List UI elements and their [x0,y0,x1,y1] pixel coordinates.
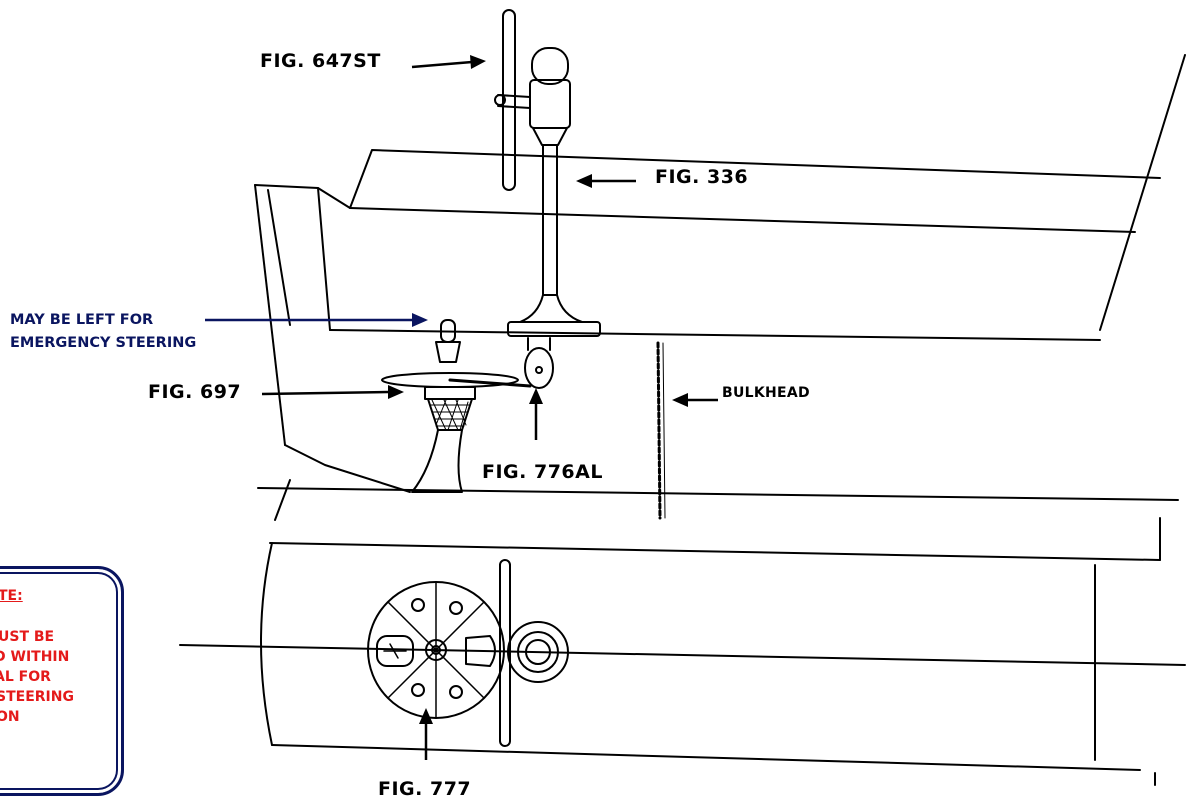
plan-top-line [269,542,1161,561]
pedestal-binnacle [529,79,571,129]
deck-line-2 [349,207,1136,233]
plan-wheel-rim [499,559,511,747]
rudder-stock-collar [424,386,476,400]
note-line-3: AL FOR [0,669,51,685]
note-line-1: UST BE [0,629,55,645]
quadrant-hole-2 [449,601,463,615]
quadrant-plan-hub [425,639,447,661]
bulkhead-line-b [662,342,666,519]
pedestal-flare [519,294,583,323]
label-bulkhead: BULKHEAD [722,385,810,401]
arrow-emergency-head [412,313,428,327]
quadrant-clamp-right [465,635,496,667]
arrow-bulkhead-head [672,393,688,407]
arrow-fig-697-head [388,385,404,399]
pedestal-column [542,144,558,296]
transom-inner-line [267,189,291,326]
note-line-5: ON [0,709,20,725]
arrow-fig-697 [261,390,389,396]
quadrant-hole-1 [411,598,425,612]
sheave-bracket [527,337,551,351]
lower-hull-line [284,444,411,493]
label-fig-647st: FIG. 647ST [260,50,381,72]
bulkhead-line [656,341,662,520]
pedestal-neck [532,127,568,146]
label-fig-697: FIG. 697 [148,381,242,403]
steering-wheel-hub-nut [494,94,506,106]
quadrant-clamp-left [376,635,414,667]
arrow-fig-777-head [419,708,433,724]
plan-left-curve [260,542,273,746]
label-may-be-left-line2: EMERGENCY STEERING [10,335,197,351]
arrow-fig-647st [411,60,473,69]
plan-pedestal-inner [525,639,551,665]
sheave-wheel [524,347,554,389]
steering-wheel-rim [502,9,516,191]
quadrant-hole-4 [449,685,463,699]
note-box [0,566,124,796]
note-title: TE: [0,588,23,604]
sheave-axle [535,366,543,374]
hull-upper-deck-line [349,149,1161,209]
note-line-2: D WITHIN [0,649,70,665]
plan-bottom-line [271,744,1141,771]
hull-chine-line [274,479,291,521]
hull-waterline [257,487,1179,501]
label-fig-336: FIG. 336 [655,166,749,188]
cockpit-sole-line [329,329,1101,341]
arrow-fig-776al-head [529,388,543,404]
quadrant-arm [448,378,532,388]
transom-left-vertical [254,184,286,446]
rudder-post [411,429,463,493]
plan-centerline [179,644,1186,666]
hull-bow-line [1099,54,1186,331]
label-fig-777: FIG. 777 [378,778,472,800]
label-fig-776al: FIG. 776AL [482,461,603,483]
plan-pedestal-outer [507,621,569,683]
pedestal-base [507,321,601,337]
arrow-fig-336-head [576,174,592,188]
emergency-stub-body [435,341,461,363]
arrow-fig-647st-head [470,55,486,69]
label-may-be-left-line1: MAY BE LEFT FOR [10,312,154,328]
transom-inner-vertical [317,187,331,331]
plan-pedestal-mid [517,631,559,673]
rudder-stock-mesh [429,399,471,431]
pedestal-top-dome [531,47,569,85]
quadrant-clamp-left-detail [383,643,407,659]
quadrant-plan-spokes [387,581,485,719]
quadrant-hole-3 [411,683,425,697]
quadrant-plan-hub-inner [431,645,441,655]
note-line-4: STEERING [0,689,74,705]
